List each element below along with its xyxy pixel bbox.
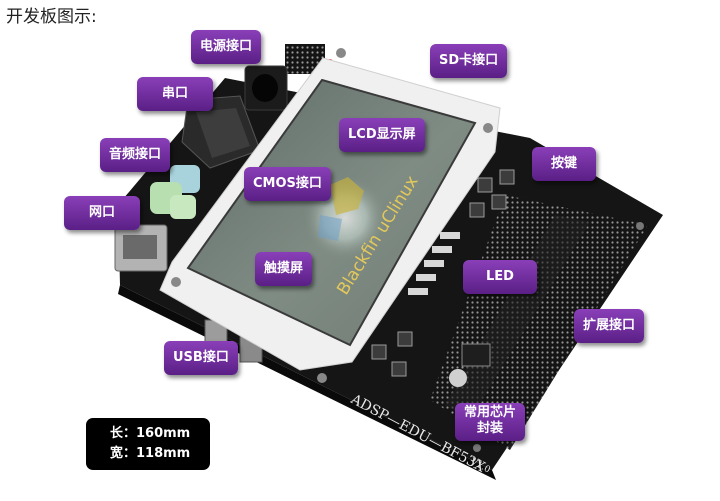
callout-cmos: CMOS接口 xyxy=(244,167,331,201)
dimension-length: 长：160mm xyxy=(110,426,191,441)
dimensions-box: 长：160mm 宽：118mm xyxy=(86,418,210,470)
callout-serial: 串口 xyxy=(137,77,213,111)
callout-lcd: LCD显示屏 xyxy=(339,118,425,152)
dimension-width: 宽：118mm xyxy=(110,446,191,461)
callout-chip-line2: 封装 xyxy=(477,421,504,436)
callout-network: 网口 xyxy=(64,196,140,230)
callout-led: LED xyxy=(463,260,537,294)
callout-power: 电源接口 xyxy=(191,30,262,64)
callout-sd: SD卡接口 xyxy=(430,44,508,78)
callout-audio: 音频接口 xyxy=(100,138,171,172)
tactile-buttons xyxy=(371,169,515,377)
callout-expansion: 扩展接口 xyxy=(574,309,645,343)
callout-chip-line1: 常用芯片 xyxy=(464,405,517,420)
page-heading: 开发板图示: xyxy=(6,7,97,27)
led-array xyxy=(408,232,460,295)
chip-footprint xyxy=(449,369,467,387)
callout-touch: 触摸屏 xyxy=(255,252,313,286)
callout-usb: USB接口 xyxy=(164,341,238,375)
callout-buttons: 按键 xyxy=(532,147,596,181)
callout-chip-package: 常用芯片 封装 xyxy=(455,403,526,441)
